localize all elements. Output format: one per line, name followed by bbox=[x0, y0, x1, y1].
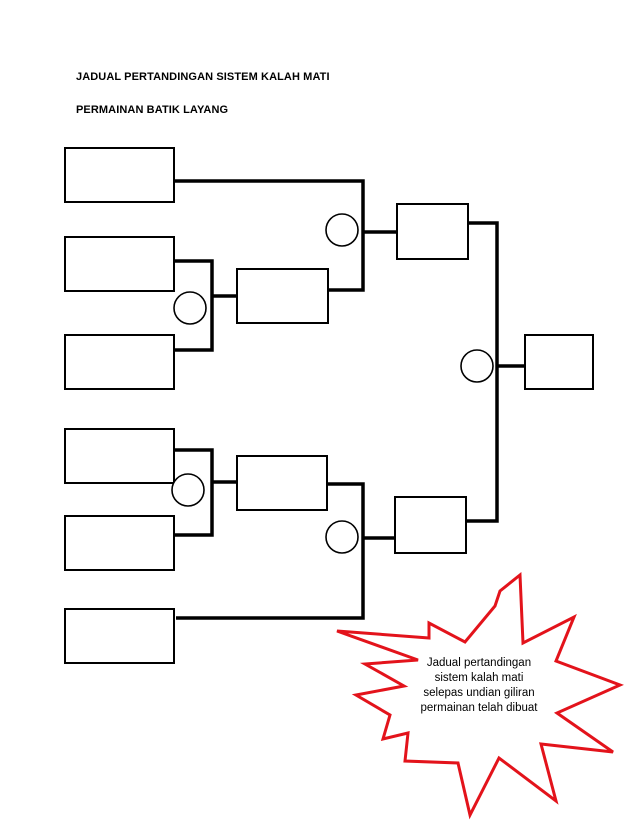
team-slot-2 bbox=[64, 236, 175, 292]
connector-top-bye bbox=[174, 179, 365, 292]
winner-slot-1 bbox=[236, 268, 329, 324]
match-markers bbox=[171, 213, 494, 554]
page-title: JADUAL PERTANDINGAN SISTEM KALAH MATI bbox=[76, 71, 330, 83]
round-2-boxes bbox=[236, 268, 329, 511]
circle-icon bbox=[460, 349, 494, 383]
connector-final bbox=[466, 221, 499, 523]
circle-icon bbox=[173, 291, 207, 325]
semi-final-slot-2 bbox=[394, 496, 467, 554]
team-slot-5 bbox=[64, 515, 175, 571]
winner-slot-2 bbox=[236, 455, 328, 511]
page-subtitle: PERMAINAN BATIK LAYANG bbox=[76, 104, 229, 116]
note-line: permainan telah dibuat bbox=[420, 702, 538, 714]
round-1-boxes bbox=[64, 147, 175, 664]
circle-icon bbox=[171, 473, 205, 507]
semi-final-slot-1 bbox=[396, 203, 469, 260]
bracket-connectors bbox=[174, 179, 525, 620]
circle-icon bbox=[325, 520, 359, 554]
team-slot-6 bbox=[64, 608, 175, 664]
note-line: selepas undian giliran bbox=[423, 687, 535, 699]
champion-slot bbox=[524, 334, 594, 390]
callout-note: Jadual pertandingan sistem kalah mati se… bbox=[404, 656, 554, 716]
note-line: sistem kalah mati bbox=[434, 672, 524, 684]
starburst-icon bbox=[336, 571, 624, 820]
connector-pair-1 bbox=[174, 259, 214, 352]
connector-lower-bye bbox=[176, 482, 365, 620]
connector-pair-2 bbox=[174, 448, 214, 537]
team-slot-3 bbox=[64, 334, 175, 390]
team-slot-1 bbox=[64, 147, 175, 203]
note-line: Jadual pertandingan bbox=[426, 657, 532, 669]
team-slot-4 bbox=[64, 428, 175, 484]
circle-icon bbox=[325, 213, 359, 247]
semi-final-boxes bbox=[394, 203, 469, 554]
